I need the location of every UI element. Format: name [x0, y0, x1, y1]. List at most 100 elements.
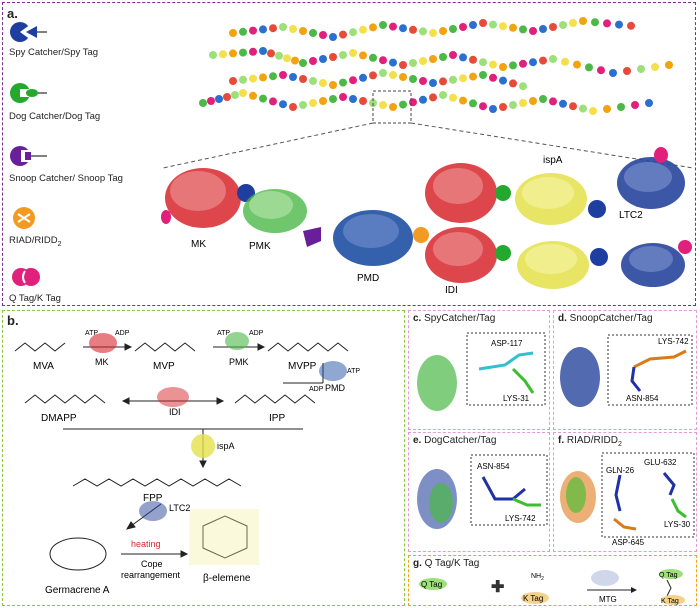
ltc2-enzyme-upper [617, 147, 685, 209]
fpp-structure [72, 478, 242, 487]
panel-b: b. [2, 310, 405, 606]
panel-f-title: RIAD/RIDD [566, 435, 619, 446]
chain-bead [579, 17, 587, 25]
panel-f-res1: GLU-632 [644, 458, 677, 467]
chain-bead [229, 77, 237, 85]
panel-c: c. SpyCatcher/Tag ASP-117 LYS-31 [408, 310, 550, 430]
chain-bead [229, 49, 237, 58]
chain-bead [229, 29, 237, 37]
panel-g-title: Q Tag/K Tag [424, 558, 480, 569]
panel-f-header: f. RIAD/RIDD2 [558, 435, 622, 448]
chain-bead [609, 69, 617, 77]
product-k-label: K Tag [661, 598, 679, 605]
nh2-label: NH2 [531, 573, 544, 582]
adp-label-2: ADP [249, 330, 264, 337]
chain-bead [439, 53, 447, 61]
chain-bead [349, 95, 357, 103]
ltc2-label: LTC2 [619, 210, 643, 221]
chain-bead [389, 22, 397, 31]
chain-bead [309, 29, 317, 37]
chain-bead [329, 81, 337, 89]
chain-bead [299, 75, 307, 83]
chain-bead [459, 23, 467, 31]
chain-bead [359, 97, 367, 105]
ltc2-blob [139, 501, 167, 521]
ipp-structure [234, 394, 316, 404]
chain-bead [319, 31, 327, 39]
chain-bead [469, 72, 477, 81]
elemene-highlight [189, 509, 259, 565]
chain-bead [319, 97, 327, 105]
chain-bead [617, 103, 625, 111]
chain-bead [259, 47, 267, 55]
chain-bead [349, 49, 357, 57]
panel-d: d. SnoopCatcher/Tag LYS-742 ASN-854 [553, 310, 697, 430]
panel-d-res2: ASN-854 [626, 394, 659, 403]
chain-bead [459, 53, 467, 62]
chain-bead [549, 23, 557, 31]
chain-bead [199, 99, 207, 107]
plus-sign: ✚ [491, 579, 504, 596]
chain-bead [459, 96, 467, 105]
chain-bead [249, 74, 257, 83]
chain-bead [559, 99, 567, 108]
ispa-blob [191, 434, 215, 458]
dog-structure: ASN-854 LYS-742 [417, 454, 548, 529]
panel-f-label: f. [558, 435, 565, 446]
dmapp-label: DMAPP [41, 413, 77, 424]
chain-bead [449, 25, 457, 33]
chain-bead [539, 56, 547, 65]
riad-structure: GLU-632 GLN-26 LYS-30 ASP-645 [560, 452, 695, 547]
chain-bead [529, 97, 537, 105]
chain-bead [637, 65, 645, 73]
chain-bead [603, 105, 611, 113]
chain-bead [539, 25, 547, 33]
mva-structure [14, 342, 66, 352]
chain-bead [231, 91, 239, 99]
chain-bead [489, 105, 497, 113]
dog-catcher-icon [10, 83, 47, 103]
panel-e: e. DogCatcher/Tag ASN-854 LYS-742 [408, 432, 550, 552]
chain-bead [279, 71, 287, 79]
chain-bead [479, 19, 487, 27]
legend-snoop-label: Snoop Catcher/ Snoop Tag [9, 173, 123, 184]
dmapp-structure [24, 394, 106, 404]
chain-bead [509, 79, 517, 88]
chain-bead [499, 103, 507, 111]
chain-bead [223, 93, 231, 101]
chain-bead [499, 22, 507, 31]
chain-bead [429, 55, 437, 63]
chain-bead [369, 53, 377, 62]
chain-bead [259, 94, 267, 103]
heating-label: heating [131, 539, 161, 549]
mvpp-structure [267, 342, 349, 352]
chain-bead [549, 55, 557, 63]
chain-bead [329, 53, 337, 61]
chain-bead [299, 59, 307, 67]
legend-riad-text: RIAD/RIDD [9, 235, 58, 246]
chain-bead [309, 77, 317, 85]
chain-bead [645, 99, 653, 107]
ipp-label: IPP [269, 413, 285, 424]
chain-bead [459, 74, 467, 83]
chain-bead [399, 61, 407, 69]
chain-bead [349, 28, 357, 37]
panel-f-res4: ASP-645 [612, 538, 645, 547]
chain-bead [299, 101, 307, 109]
chain-bead [275, 51, 283, 60]
chain-bead [389, 103, 397, 111]
chain-bead [549, 97, 557, 106]
atp-label-2: ATP [217, 330, 230, 337]
chain-bead [239, 48, 247, 57]
chain-bead [219, 50, 227, 59]
legend-riad-sub: 2 [57, 240, 62, 248]
pmd-label: PMD [357, 273, 379, 284]
panel-f-res2: GLN-26 [606, 466, 635, 475]
legend-spy-label: Spy Catcher/Spy Tag [9, 47, 99, 58]
chain-bead [579, 104, 587, 113]
chain-bead [489, 73, 497, 82]
pmd-blob [319, 361, 347, 381]
zoom-line-right [410, 122, 694, 169]
chain-bead [631, 101, 639, 109]
ltc2-enzyme-lower [621, 240, 692, 287]
